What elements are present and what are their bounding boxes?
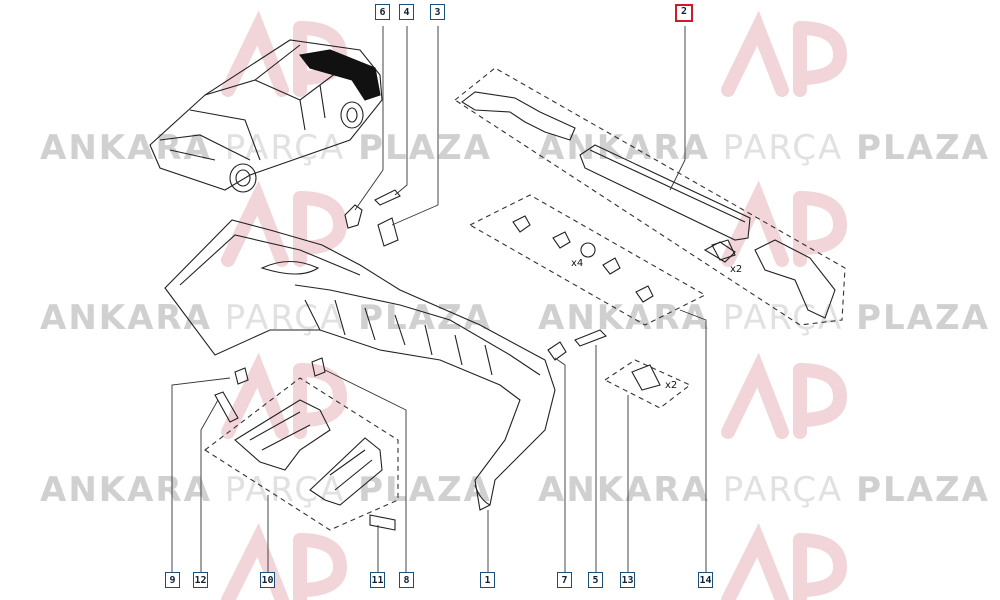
callout-5[interactable]: 5 — [588, 572, 603, 588]
watermark: ANKARA PARÇA PLAZA — [538, 470, 990, 510]
fasteners — [214, 189, 736, 531]
absorber-part — [461, 91, 836, 319]
watermark: ANKARA PARÇA PLAZA — [538, 298, 990, 338]
group-outlines — [204, 67, 846, 531]
callout-3[interactable]: 3 — [430, 4, 445, 20]
callout-14[interactable]: 14 — [698, 572, 713, 588]
callout-12[interactable]: 12 — [193, 572, 208, 588]
side-brackets — [234, 399, 383, 506]
callout-13[interactable]: 13 — [620, 572, 635, 588]
callout-4[interactable]: 4 — [399, 4, 414, 20]
watermark: ANKARA PARÇA PLAZA — [40, 298, 492, 338]
callout-8[interactable]: 8 — [399, 572, 414, 588]
quantity-label: x2 — [730, 264, 743, 275]
watermark: ANKARA PARÇA PLAZA — [538, 128, 990, 168]
rear-bumper — [164, 219, 556, 511]
callout-7[interactable]: 7 — [557, 572, 572, 588]
callout-9[interactable]: 9 — [165, 572, 180, 588]
callout-11[interactable]: 11 — [370, 572, 385, 588]
watermark: ANKARA PARÇA PLAZA — [40, 128, 492, 168]
logo-mark — [221, 10, 848, 600]
quantity-label: x4 — [571, 258, 584, 269]
quantity-label: x2 — [665, 380, 678, 391]
callout-2[interactable]: 2 — [675, 4, 693, 22]
car-illustration — [149, 39, 383, 193]
leader-lines — [171, 26, 707, 572]
callout-10[interactable]: 10 — [260, 572, 275, 588]
callout-1[interactable]: 1 — [480, 572, 495, 588]
callout-6[interactable]: 6 — [375, 4, 390, 20]
